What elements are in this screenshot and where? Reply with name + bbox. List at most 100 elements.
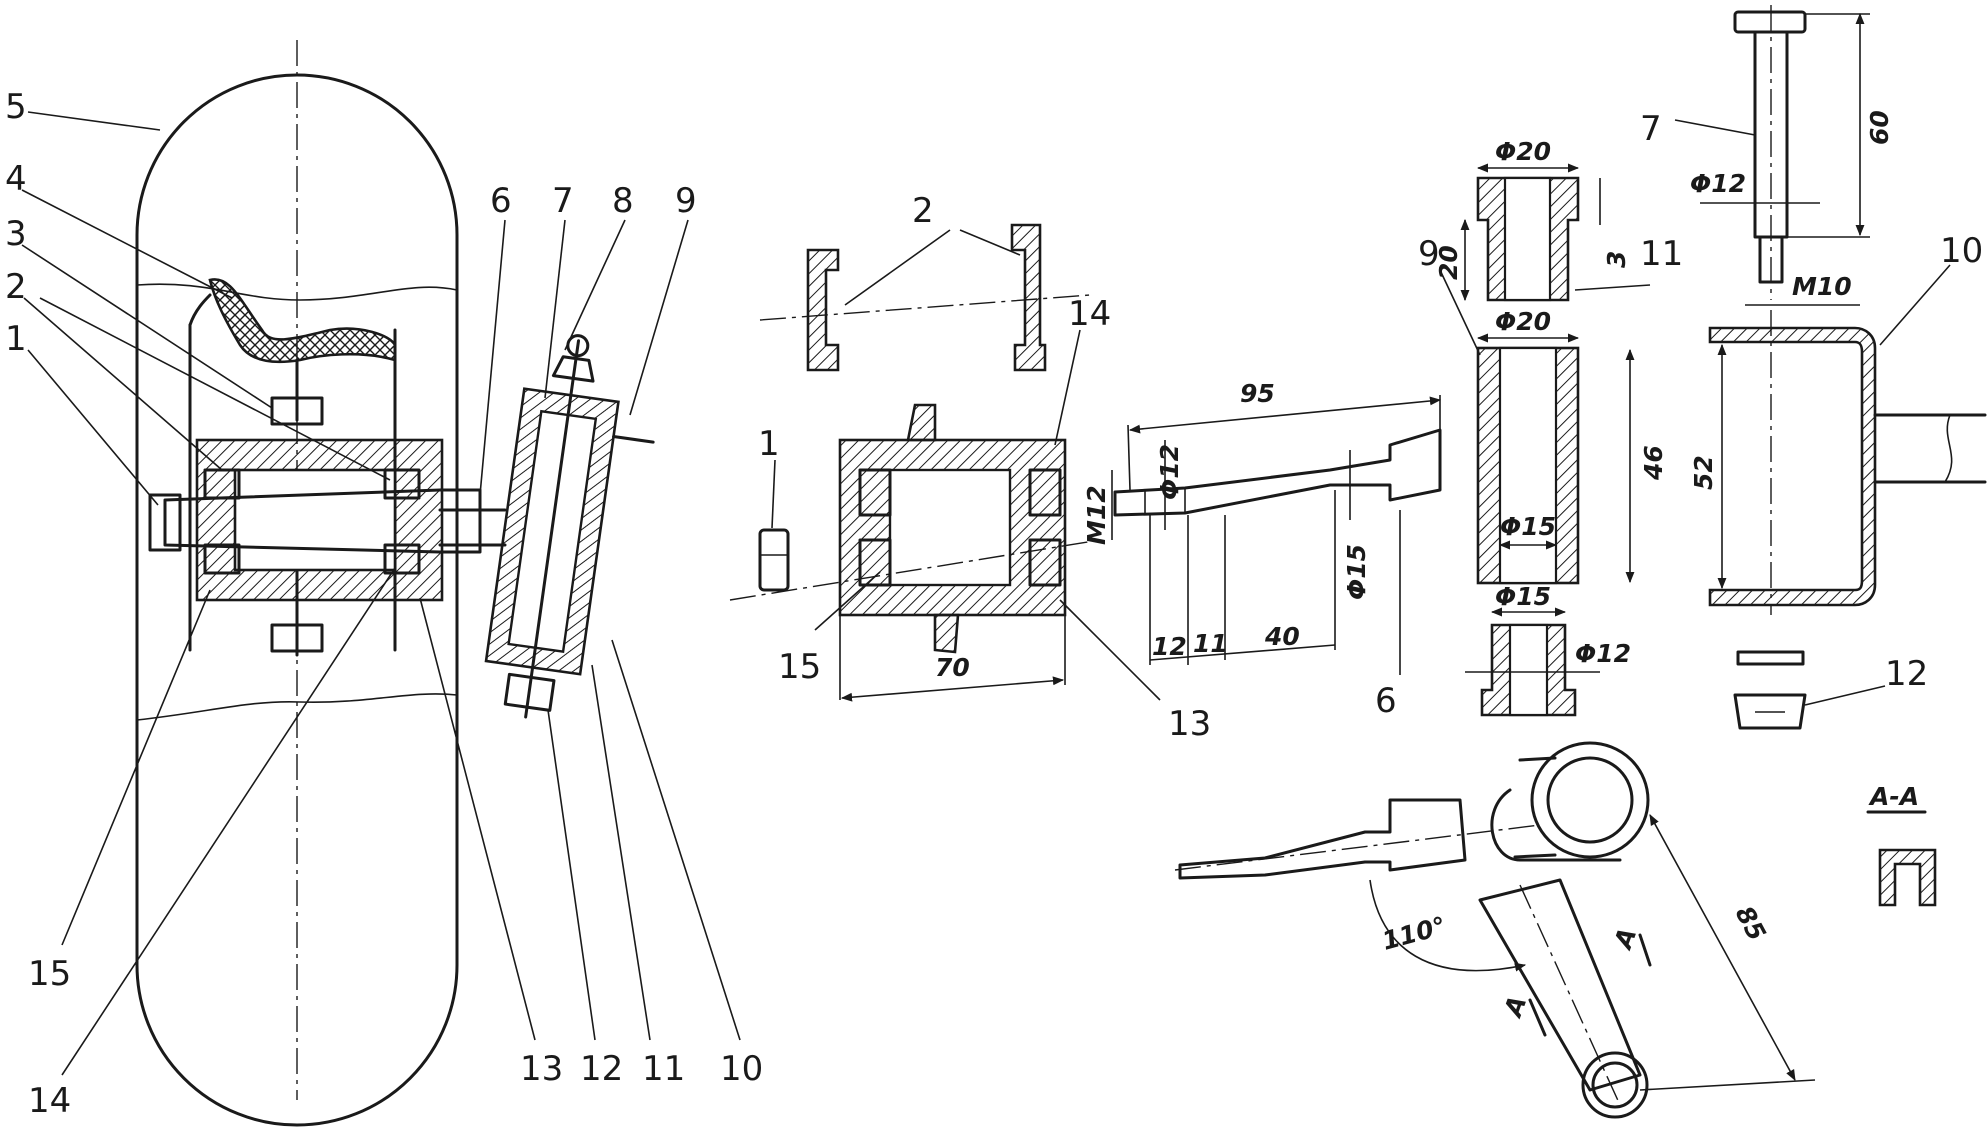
part-hub: 70 14 15 13: [729, 294, 1211, 744]
boss-body: [1490, 788, 1622, 862]
hub-centerline: [729, 539, 1101, 601]
steering-arm: [1478, 878, 1642, 1092]
boss-silhouette: [1513, 756, 1557, 859]
dim-line-70: [840, 676, 1065, 702]
bearing-right-bottom: [383, 543, 421, 575]
part-6-axle: 95 M12 Φ12 Φ15 12 11 40 6: [1082, 379, 1442, 721]
leader-part-1: [771, 459, 776, 529]
dim-axle-seg3: 40: [1264, 622, 1300, 651]
top-bush-bore: [1503, 176, 1552, 302]
hub-bearing-br: [1028, 538, 1062, 587]
pin-head: [1733, 10, 1807, 34]
leader-part-7: [1674, 119, 1756, 136]
part-label-15: 15: [778, 647, 821, 687]
leader-part-9: [1439, 269, 1481, 356]
leader-11: [591, 664, 651, 1041]
leader-6: [479, 219, 506, 496]
part-label-9: 9: [1418, 234, 1440, 274]
hub-bore: [233, 468, 397, 572]
assembly-label-10: 10: [720, 1049, 763, 1089]
dim-axle-d2: Φ15: [1342, 544, 1371, 600]
sleeve-bore: [1498, 346, 1558, 585]
leader-9: [629, 219, 689, 416]
assembly-label-12: 12: [580, 1049, 623, 1089]
dim-bush-bottom-d: Φ15: [1495, 582, 1551, 611]
section-profile: [1878, 848, 1937, 907]
part-label-14: 14: [1068, 294, 1111, 334]
dim-sleeve-d: Φ20: [1495, 307, 1551, 336]
bracket-arm: [1873, 413, 1987, 484]
assembly-view: 5 4 3 2 1 6 7 8 9 15 14 13 12 11 10: [5, 40, 763, 1127]
dim-ext-arm: [1639, 1079, 1816, 1091]
part-12-nut: 12: [1733, 650, 1928, 730]
dim-bracket-h: 52: [1689, 455, 1718, 490]
section-a-a: А-А: [1866, 782, 1937, 907]
hub-bearing-bl: [858, 538, 892, 587]
leader-2a: [23, 297, 223, 471]
axle: [163, 488, 482, 554]
assembly-label-1: 1: [5, 319, 27, 359]
leader-part-12: [1804, 685, 1886, 706]
dim-line-95: [1128, 396, 1442, 434]
part-label-1: 1: [758, 424, 780, 464]
rim-break-line-lower: [136, 693, 458, 721]
part-label-10: 10: [1940, 231, 1983, 271]
leader-7: [544, 219, 566, 399]
leader-14: [61, 567, 396, 1076]
part-2-seals: 2: [759, 191, 1091, 372]
dim-bush-top-shoulder: 3: [1602, 251, 1631, 268]
castle-nut: [1733, 693, 1807, 730]
leader-8: [564, 219, 626, 351]
bracket-arm-break: [1944, 414, 1953, 483]
part-label-11: 11: [1640, 234, 1683, 274]
part-7-pin: 60 Φ12 M10 7: [1640, 5, 1894, 306]
leader-part-13: [1059, 599, 1161, 701]
dim-pin-len: 60: [1865, 110, 1894, 145]
dim-axle-d1: Φ12: [1155, 444, 1184, 500]
angle-arc: [1369, 879, 1527, 972]
dim-arm-len: 85: [1730, 901, 1772, 945]
arm-centerline: [1519, 884, 1621, 1106]
dim-sleeve-inner: Φ15: [1500, 512, 1556, 541]
dim-axle-seg1: 12: [1152, 632, 1187, 661]
part-label-2: 2: [912, 191, 934, 231]
leader-part-14: [1054, 329, 1081, 446]
section-title: А-А: [1868, 782, 1919, 811]
seal-right: [1010, 223, 1047, 372]
assembly-label-13: 13: [520, 1049, 563, 1089]
hub-cavity: [888, 468, 1012, 587]
assembly-label-8: 8: [612, 181, 634, 221]
section-mark-left: [1528, 998, 1547, 1037]
dim-angle: 110°: [1379, 911, 1449, 956]
assembly-label-7: 7: [552, 181, 574, 221]
assembly-label-11: 11: [642, 1049, 685, 1089]
section-letter-right: А: [1608, 924, 1643, 954]
dim-axle-thread: M12: [1082, 485, 1111, 545]
assembly-label-6: 6: [490, 181, 512, 221]
bolt-top: [270, 396, 324, 426]
dim-line-segments: [1149, 644, 1336, 661]
seal-left: [806, 248, 840, 372]
leader-15: [61, 589, 211, 946]
assembly-label-14: 14: [28, 1081, 71, 1121]
assembly-label-3: 3: [5, 214, 27, 254]
leader-13: [419, 597, 536, 1041]
tyre-bead: [188, 293, 212, 327]
bearing-right-top: [383, 468, 421, 500]
hub-bearing-tr: [1028, 468, 1062, 517]
leader-1: [27, 349, 159, 506]
bracket-shell: [1708, 326, 1877, 607]
knuckle-axle-centerline: [1174, 824, 1541, 871]
leader-5: [27, 111, 161, 131]
dim-bush-top-d: Φ20: [1495, 137, 1551, 166]
section-letter-left: А: [1498, 992, 1533, 1022]
boss-inner-circle: [1546, 756, 1634, 844]
rim-break-line: [136, 283, 458, 301]
arm-eye-outer: [1581, 1051, 1649, 1119]
part-bottom-bush: Φ15 Φ12: [1465, 582, 1631, 717]
kingpin-nut: [503, 672, 556, 712]
dim-axle-length: 95: [1240, 379, 1275, 408]
part-9-sleeve: Φ20 46 Φ15 9: [1418, 234, 1668, 585]
